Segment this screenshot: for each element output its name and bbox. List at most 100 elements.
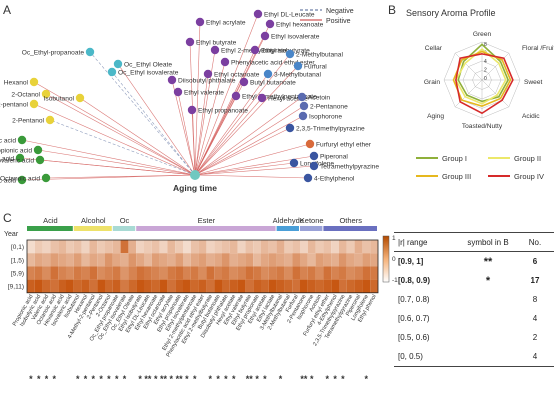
heat-cell <box>50 240 59 254</box>
network-node-label: Ethyl DL-Leucate <box>264 12 315 19</box>
heat-cell <box>354 240 363 254</box>
heat-cell <box>27 266 35 280</box>
heat-cell <box>292 266 300 280</box>
network-edge <box>194 127 291 176</box>
network-node <box>45 115 55 125</box>
heat-cell <box>81 266 90 280</box>
network-node <box>187 105 197 115</box>
heat-cell <box>81 253 90 267</box>
heat-cell <box>42 240 51 254</box>
radar-axis-label: Floral /Fruity <box>522 45 554 52</box>
heat-cell <box>198 266 207 280</box>
heat-cell <box>276 279 285 293</box>
network-edge <box>194 162 295 176</box>
heat-cell <box>183 253 191 267</box>
network-edge <box>194 115 304 176</box>
year-label: Year <box>4 231 19 238</box>
network-node <box>257 93 267 103</box>
heat-cell <box>198 253 207 267</box>
network-node <box>35 155 45 165</box>
network-node <box>17 175 27 185</box>
heat-cell <box>97 279 105 293</box>
heat-cell <box>261 240 269 254</box>
network-edge <box>33 103 196 176</box>
heat-cell <box>284 253 293 267</box>
network-node <box>185 37 195 47</box>
network-node-label: Butyl butanoate <box>250 80 296 87</box>
network-node-label: Diisobutyl phthalate <box>178 78 236 85</box>
heat-cell <box>214 253 222 267</box>
heat-cell <box>112 266 121 280</box>
colorbar-tick: 0 <box>392 256 396 263</box>
significance-star: * <box>107 374 111 384</box>
heat-cell <box>222 266 230 280</box>
heat-cell <box>58 253 66 267</box>
network-node-label: Oc_Ethyl isovalerate <box>118 70 179 77</box>
network-edge <box>33 81 196 176</box>
heat-cell <box>284 266 293 280</box>
heat-cell <box>159 266 168 280</box>
network-node-label: Ethyl acrylate <box>206 20 246 27</box>
table-cell-range: [0, 0.5) <box>398 352 423 361</box>
heat-cell <box>323 266 332 280</box>
group-bar <box>27 226 73 231</box>
colorbar-tick: -1 <box>392 277 398 284</box>
network-node <box>33 145 43 155</box>
heat-cell <box>214 266 222 280</box>
panel-label-c: C <box>3 211 12 225</box>
network-node-label: Isophorone <box>309 114 342 121</box>
heat-cell <box>323 240 332 254</box>
heat-cell <box>89 253 98 267</box>
heat-cell <box>66 266 74 280</box>
group-label: Aldehyde <box>273 216 304 225</box>
network-node-label: Ethyl octanoate <box>214 72 260 79</box>
heat-cell <box>151 240 160 254</box>
heat-cell <box>245 266 254 280</box>
heat-cell <box>183 240 191 254</box>
table-cell-range: [0.6, 0.7) <box>398 314 430 323</box>
panel-label-a: A <box>3 3 11 17</box>
heat-cell <box>128 266 137 280</box>
network-node-label: Oc_Ethyl-propanoate <box>22 50 85 57</box>
heat-cell <box>362 253 371 267</box>
group-bar <box>276 226 299 231</box>
heat-cell <box>261 279 269 293</box>
table-row: [0.7, 0.8)8 <box>394 290 554 309</box>
network-edge <box>194 73 269 176</box>
network-node <box>253 9 263 19</box>
heat-cell <box>136 253 144 267</box>
heat-cell <box>144 266 152 280</box>
radar-title: Sensory Aroma Profile <box>406 8 496 18</box>
correlation-table: |r| range symbol in B No. [0.9, 1]**6[0.… <box>394 212 554 367</box>
network-edge <box>177 91 196 176</box>
significance-star: * <box>193 374 197 384</box>
heat-cell <box>50 253 59 267</box>
significance-star: * <box>333 374 337 384</box>
network-node-label: Furfural <box>304 64 327 71</box>
group-label: Ketone <box>300 216 324 225</box>
significance-star: * <box>154 374 158 384</box>
significance-star: * <box>115 374 119 384</box>
network-node <box>250 45 260 55</box>
radar-tick: 4 <box>484 59 487 65</box>
panel-label-b: B <box>388 3 396 17</box>
radar-legend-label: Group II <box>514 154 541 163</box>
heat-cell <box>66 279 74 293</box>
heat-cell <box>128 279 137 293</box>
heat-cell <box>73 279 82 293</box>
heat-cell <box>229 279 238 293</box>
heat-cell <box>198 240 207 254</box>
heat-cell <box>112 279 121 293</box>
heat-cell <box>300 266 308 280</box>
significance-star: * <box>84 374 88 384</box>
heat-cell <box>300 279 308 293</box>
heat-cell <box>229 266 238 280</box>
group-bar <box>112 226 136 231</box>
network-node-label: Acetoin <box>308 95 330 102</box>
heat-cell <box>307 253 316 267</box>
heat-cell <box>89 240 98 254</box>
network-edge <box>191 109 196 176</box>
heat-cell <box>339 279 347 293</box>
